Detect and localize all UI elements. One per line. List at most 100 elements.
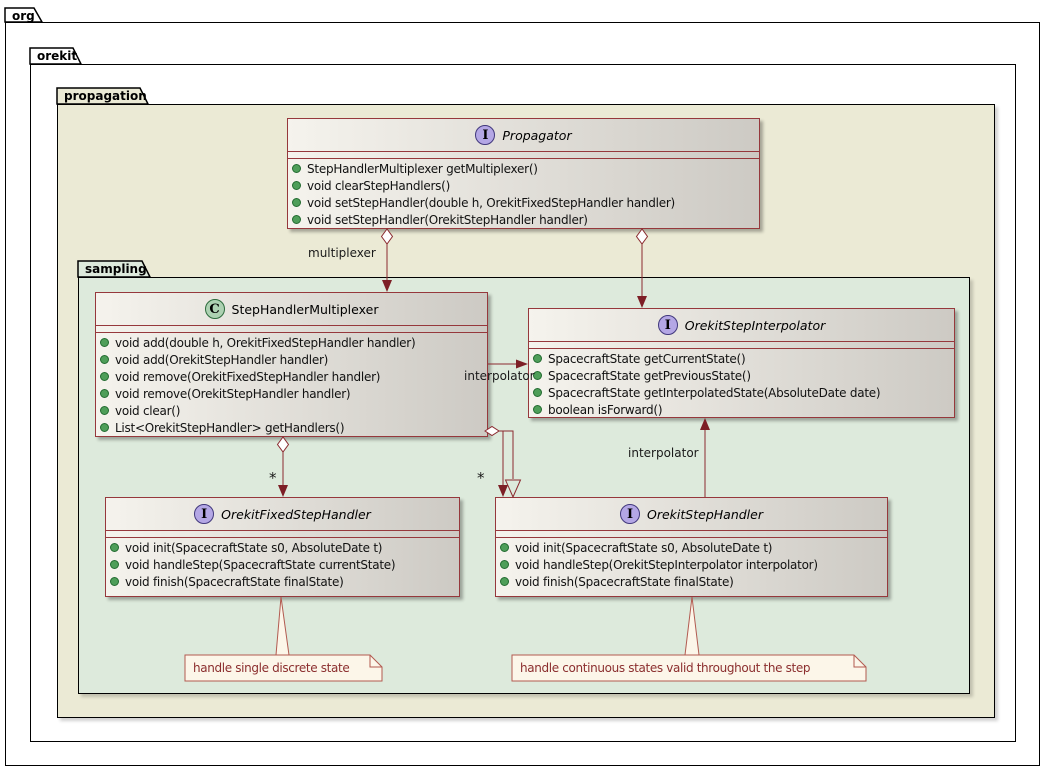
public-method-icon <box>292 215 301 224</box>
fields-compartment <box>96 326 487 333</box>
method-row: void init(SpacecraftState s0, AbsoluteDa… <box>110 539 455 556</box>
method-label: void init(SpacecraftState s0, AbsoluteDa… <box>515 540 773 555</box>
public-method-icon <box>100 423 109 432</box>
package-label-org: org <box>12 9 35 23</box>
public-method-icon <box>100 389 109 398</box>
method-row: void handleStep(OrekitStepInterpolator i… <box>500 556 883 573</box>
method-row: StepHandlerMultiplexer getMultiplexer() <box>292 160 755 177</box>
method-label: void add(OrekitStepHandler handler) <box>115 352 329 367</box>
method-row: void add(double h, OrekitFixedStepHandle… <box>100 334 483 351</box>
public-method-icon <box>110 577 119 586</box>
method-row: void finish(SpacecraftState finalState) <box>500 573 883 590</box>
class-title: OrekitFixedStepHandler <box>221 506 371 522</box>
class-header: C StepHandlerMultiplexer <box>96 293 487 326</box>
method-row: void clear() <box>100 402 483 419</box>
public-method-icon <box>533 371 542 380</box>
method-label: void remove(OrekitFixedStepHandler handl… <box>115 369 381 384</box>
class-box-orekitstepinterpolator: I OrekitStepInterpolator SpacecraftState… <box>528 308 955 418</box>
interface-icon: I <box>620 504 641 524</box>
fields-compartment <box>106 531 459 538</box>
fields-compartment <box>529 342 954 349</box>
public-method-icon <box>110 560 119 569</box>
method-row: SpacecraftState getInterpolatedState(Abs… <box>533 384 950 401</box>
methods-compartment: StepHandlerMultiplexer getMultiplexer() … <box>288 159 759 229</box>
method-label: void add(double h, OrekitFixedStepHandle… <box>115 335 416 350</box>
public-method-icon <box>500 543 509 552</box>
note-text: handle continuous states valid throughou… <box>520 661 811 675</box>
method-row: void setStepHandler(double h, OrekitFixe… <box>292 194 755 211</box>
class-title: OrekitStepHandler <box>647 506 763 522</box>
public-method-icon <box>292 181 301 190</box>
method-row: SpacecraftState getPreviousState() <box>533 367 950 384</box>
method-row: void add(OrekitStepHandler handler) <box>100 351 483 368</box>
method-row: void setStepHandler(OrekitStepHandler ha… <box>292 211 755 228</box>
public-method-icon <box>100 355 109 364</box>
method-label: SpacecraftState getPreviousState() <box>548 368 751 383</box>
method-label: void remove(OrekitStepHandler handler) <box>115 386 351 401</box>
edge-label-interpolator: interpolator <box>628 446 699 460</box>
method-label: void setStepHandler(OrekitStepHandler ha… <box>307 212 588 227</box>
edge-label-interpolator: interpolator <box>464 369 535 383</box>
interface-icon: I <box>475 125 496 145</box>
method-label: void finish(SpacecraftState finalState) <box>125 574 344 589</box>
method-row: void remove(OrekitFixedStepHandler handl… <box>100 368 483 385</box>
method-row: void handleStep(SpacecraftState currentS… <box>110 556 455 573</box>
class-box-orekitstephandler: I OrekitStepHandler void init(Spacecraft… <box>495 497 888 597</box>
method-label: void clearStepHandlers() <box>307 178 450 193</box>
class-box-propagator: I Propagator StepHandlerMultiplexer getM… <box>287 118 760 229</box>
method-row: void remove(OrekitStepHandler handler) <box>100 385 483 402</box>
public-method-icon <box>100 406 109 415</box>
public-method-icon <box>110 543 119 552</box>
edge-multiplicity-star: * <box>269 469 277 487</box>
package-label-sampling: sampling <box>85 262 147 276</box>
method-label: void setStepHandler(double h, OrekitFixe… <box>307 195 675 210</box>
class-header: I OrekitFixedStepHandler <box>106 498 459 531</box>
edge-label-multiplexer: multiplexer <box>308 246 376 260</box>
method-row: void init(SpacecraftState s0, AbsoluteDa… <box>500 539 883 556</box>
class-title: StepHandlerMultiplexer <box>231 301 379 317</box>
methods-compartment: void add(double h, OrekitFixedStepHandle… <box>96 333 487 437</box>
method-label: void init(SpacecraftState s0, AbsoluteDa… <box>125 540 383 555</box>
method-row: void clearStepHandlers() <box>292 177 755 194</box>
method-row: boolean isForward() <box>533 401 950 418</box>
class-title: OrekitStepInterpolator <box>684 317 826 333</box>
method-label: void handleStep(SpacecraftState currentS… <box>125 557 396 572</box>
method-label: void finish(SpacecraftState finalState) <box>515 574 734 589</box>
public-method-icon <box>500 577 509 586</box>
fields-compartment <box>496 531 887 538</box>
method-label: boolean isForward() <box>548 402 663 417</box>
class-header: I OrekitStepHandler <box>496 498 887 531</box>
methods-compartment: void init(SpacecraftState s0, AbsoluteDa… <box>106 538 459 591</box>
class-header: I OrekitStepInterpolator <box>529 309 954 342</box>
public-method-icon <box>100 338 109 347</box>
package-label-orekit: orekit <box>37 49 78 63</box>
method-row: SpacecraftState getCurrentState() <box>533 350 950 367</box>
public-method-icon <box>533 405 542 414</box>
method-label: SpacecraftState getCurrentState() <box>548 351 746 366</box>
public-method-icon <box>533 354 542 363</box>
interface-icon: I <box>657 315 678 335</box>
class-box-orekitfixedstephandler: I OrekitFixedStepHandler void init(Space… <box>105 497 460 597</box>
method-label: SpacecraftState getInterpolatedState(Abs… <box>548 385 881 400</box>
public-method-icon <box>500 560 509 569</box>
method-label: StepHandlerMultiplexer getMultiplexer() <box>307 161 538 176</box>
class-box-stephandlermultiplexer: C StepHandlerMultiplexer void add(double… <box>95 292 488 437</box>
class-header: I Propagator <box>288 119 759 152</box>
class-title: Propagator <box>502 127 572 143</box>
method-label: List<OrekitStepHandler> getHandlers() <box>115 420 345 435</box>
method-label: void clear() <box>115 403 181 418</box>
edge-multiplicity-star: * <box>477 469 485 487</box>
interface-icon: I <box>194 504 215 524</box>
method-row: void finish(SpacecraftState finalState) <box>110 573 455 590</box>
methods-compartment: void init(SpacecraftState s0, AbsoluteDa… <box>496 538 887 591</box>
fields-compartment <box>288 152 759 159</box>
note-text: handle single discrete state <box>193 661 350 675</box>
public-method-icon <box>100 372 109 381</box>
method-label: void handleStep(OrekitStepInterpolator i… <box>515 557 818 572</box>
package-label-propagation: propagation <box>64 89 147 103</box>
methods-compartment: SpacecraftState getCurrentState() Spacec… <box>529 349 954 419</box>
public-method-icon <box>292 198 301 207</box>
public-method-icon <box>292 164 301 173</box>
class-icon: C <box>204 299 225 319</box>
public-method-icon <box>533 388 542 397</box>
